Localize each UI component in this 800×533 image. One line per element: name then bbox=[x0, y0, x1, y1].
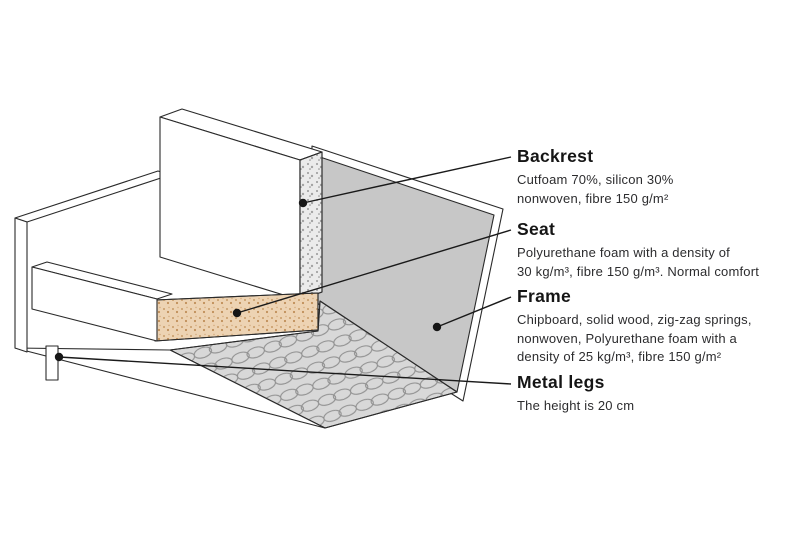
leader-line-metal-legs bbox=[58, 356, 512, 385]
marker-dot-frame bbox=[432, 322, 442, 332]
frame-description: Chipboard, solid wood, zig-zag springs, … bbox=[517, 312, 752, 364]
label-backrest: Backrest Cutfoam 70%, silicon 30% nonwov… bbox=[517, 146, 782, 208]
leader-line-backrest bbox=[302, 156, 512, 204]
armrest-front bbox=[14, 217, 28, 353]
leader-line-seat bbox=[236, 229, 512, 314]
marker-dot-metal-legs bbox=[54, 352, 64, 362]
metal-leg bbox=[45, 345, 59, 381]
marker-dot-backrest bbox=[298, 198, 308, 208]
seat-cushion-front bbox=[31, 266, 158, 342]
seat-title: Seat bbox=[517, 219, 556, 239]
marker-dots bbox=[54, 198, 442, 362]
label-metal-legs: Metal legs The height is 20 cm bbox=[517, 372, 782, 416]
backrest-description: Cutfoam 70%, silicon 30% nonwoven, fibre… bbox=[517, 172, 674, 206]
armrest-top bbox=[14, 170, 171, 223]
metal-legs-title: Metal legs bbox=[517, 372, 605, 392]
label-frame: Frame Chipboard, solid wood, zig-zag spr… bbox=[517, 286, 782, 367]
frame-title: Frame bbox=[517, 286, 572, 306]
base-front-face bbox=[14, 347, 326, 429]
leader-lines bbox=[58, 156, 512, 385]
backrest-title: Backrest bbox=[517, 146, 594, 166]
leader-line-frame bbox=[436, 296, 512, 328]
metal-legs-description: The height is 20 cm bbox=[517, 398, 635, 413]
marker-dot-seat bbox=[232, 308, 242, 318]
backrest-cutfoam-texture bbox=[299, 151, 323, 301]
label-seat: Seat Polyurethane foam with a density of… bbox=[517, 219, 782, 281]
seat-description: Polyurethane foam with a density of 30 k… bbox=[517, 245, 760, 279]
